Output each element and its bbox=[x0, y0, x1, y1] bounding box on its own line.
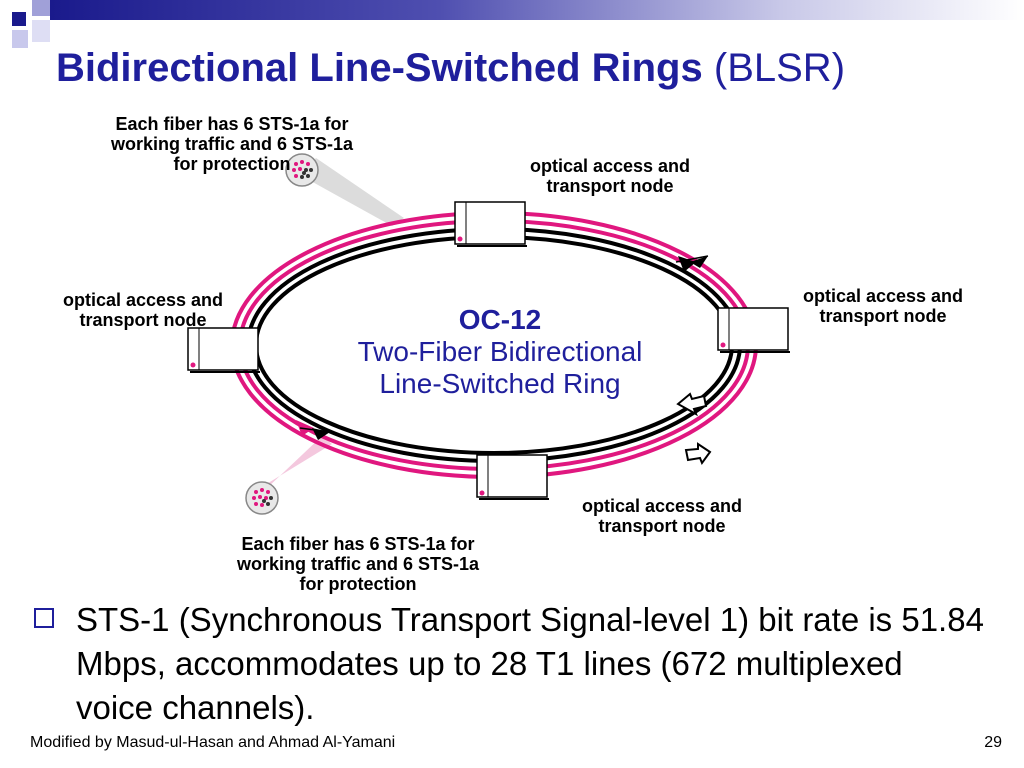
node-label-left: optical access and transport node bbox=[62, 290, 224, 330]
callout-beam-top bbox=[300, 158, 404, 226]
header-gradient-bar bbox=[50, 0, 1024, 20]
callout-beam-bottom bbox=[248, 436, 332, 506]
fiber-icon-bottom bbox=[245, 481, 279, 515]
arrow-pair-bottom-left bbox=[296, 420, 331, 440]
hollow-arrow-upper bbox=[676, 392, 708, 417]
fiber-icon-top bbox=[285, 153, 319, 187]
node-label-right: optical access and transport node bbox=[802, 286, 964, 326]
bullet-square-icon bbox=[34, 608, 54, 628]
node-right bbox=[717, 307, 790, 353]
bullet-text: STS-1 (Synchronous Transport Signal-leve… bbox=[76, 601, 984, 726]
corner-square-light bbox=[12, 30, 28, 48]
fiber-note-top: Each fiber has 6 STS-1a for working traf… bbox=[110, 114, 354, 174]
node-label-top: optical access and transport node bbox=[529, 156, 691, 196]
node-label-bottom: optical access and transport node bbox=[581, 496, 743, 536]
bullet-point: STS-1 (Synchronous Transport Signal-leve… bbox=[34, 598, 984, 730]
ring-label-oc: OC-12 bbox=[458, 304, 542, 335]
page-title: Bidirectional Line-Switched Rings (BLSR) bbox=[56, 46, 846, 90]
node-left bbox=[187, 327, 260, 373]
ring-label: OC-12 Two-Fiber Bidirectional Line-Switc… bbox=[300, 304, 700, 400]
page-number: 29 bbox=[984, 734, 1002, 751]
corner-square-dark bbox=[12, 12, 26, 26]
node-bottom bbox=[476, 454, 549, 500]
arrow-pair-top-right bbox=[675, 255, 709, 272]
fiber-note-bottom: Each fiber has 6 STS-1a for working traf… bbox=[236, 534, 480, 594]
ring-label-line2: Line-Switched Ring bbox=[379, 368, 621, 399]
node-top bbox=[454, 201, 527, 247]
ring-label-line1: Two-Fiber Bidirectional bbox=[357, 336, 643, 367]
corner-square-light bbox=[32, 0, 50, 16]
hollow-arrow-lower bbox=[684, 442, 712, 466]
footer-credit: Modified by Masud-ul-Hasan and Ahmad Al-… bbox=[30, 734, 396, 751]
corner-square-light bbox=[32, 20, 50, 42]
